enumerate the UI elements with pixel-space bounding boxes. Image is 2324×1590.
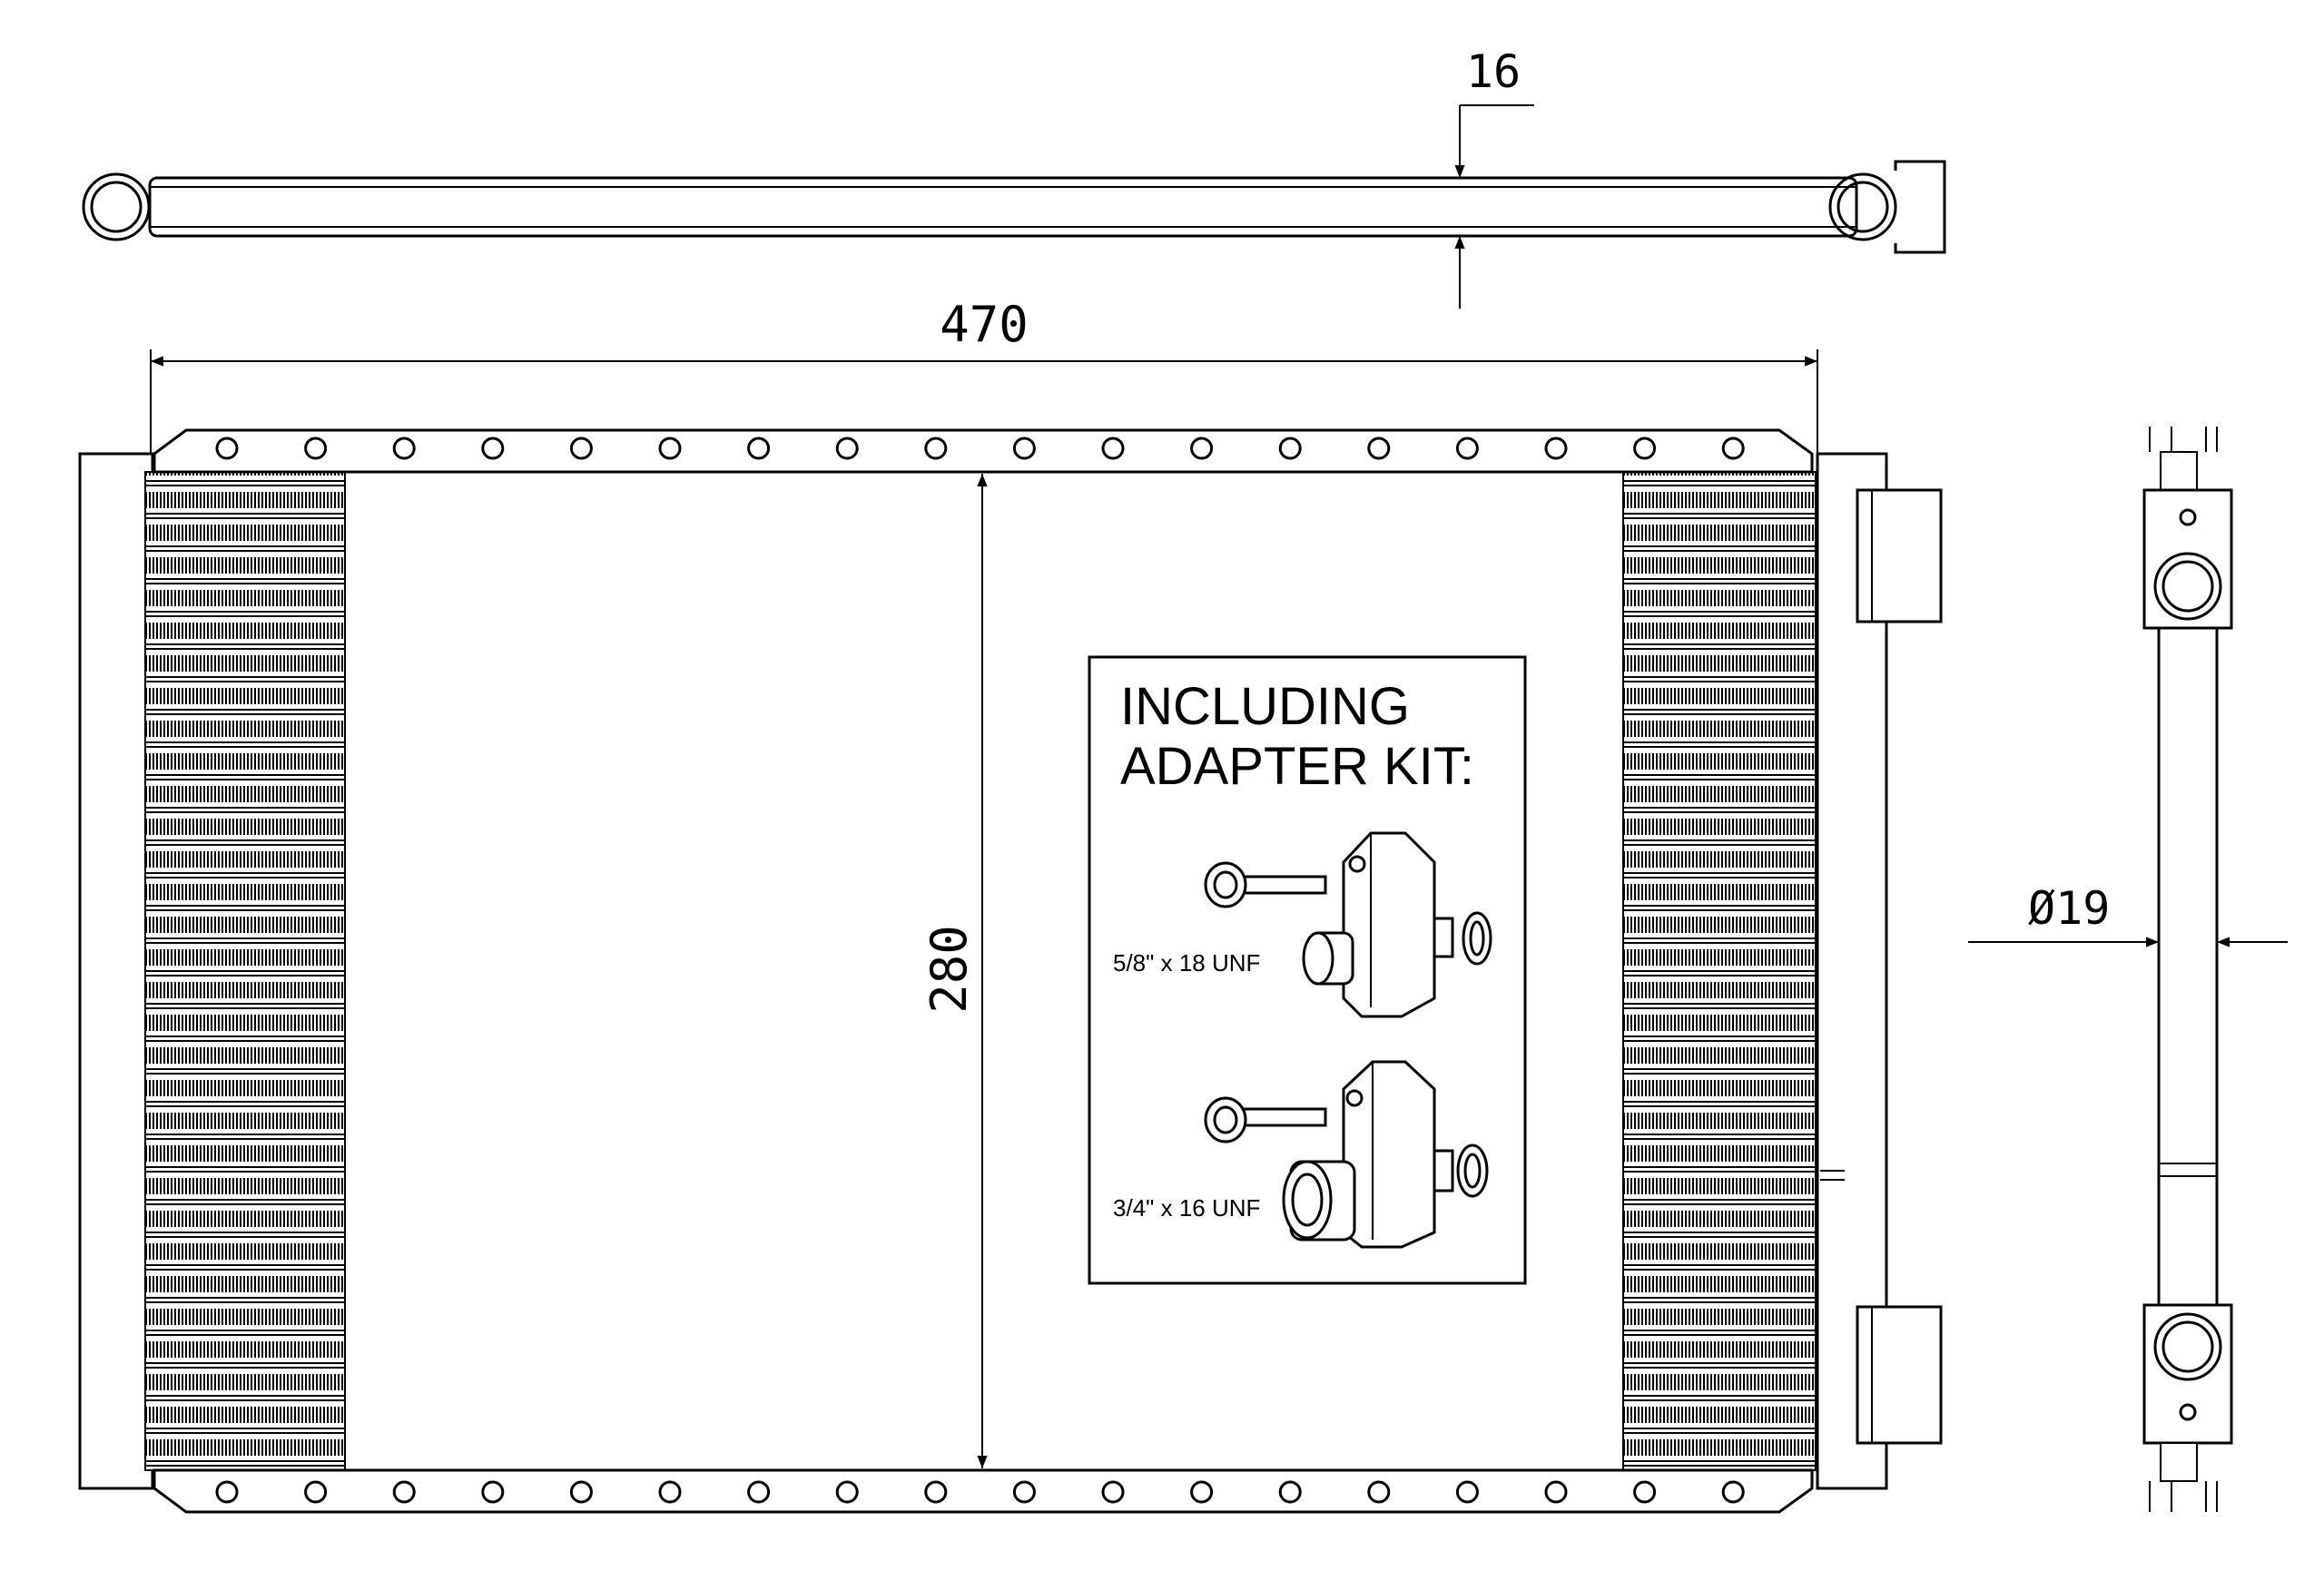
- adapter-kit-panel: INCLUDING ADAPTER KIT: 5/8" x 18 UNF: [1088, 655, 1527, 1285]
- adapter-block-2: [1342, 1060, 1436, 1249]
- top-rail-hole: [1633, 437, 1657, 460]
- fitting-1-label: 5/8" x 18 UNF: [1113, 949, 1260, 977]
- bottom-rail-hole: [215, 1480, 239, 1504]
- bottom-rail-hole: [1012, 1480, 1036, 1504]
- top-rail-hole: [1012, 437, 1036, 460]
- top-rail-hole: [1367, 437, 1391, 460]
- thickness-dimension: 16: [1454, 45, 1534, 309]
- fitting-2-label: 3/4" x 16 UNF: [1113, 1194, 1260, 1222]
- bottom-rail-hole: [304, 1480, 328, 1504]
- upper-pipe-fitting: [1856, 488, 1943, 623]
- top-rail-hole: [1278, 437, 1302, 460]
- top-rail-hole: [569, 437, 593, 460]
- bottom-rail-hole: [1101, 1480, 1125, 1504]
- kit-title-line1: INCLUDING: [1120, 677, 1410, 736]
- side-view: [2142, 427, 2233, 1512]
- side-tube: [2157, 626, 2219, 1307]
- bolt-shank-2: [1242, 1107, 1327, 1127]
- bottom-rail-hole: [835, 1480, 859, 1504]
- bottom-rail-holes: [215, 1480, 1745, 1504]
- width-dimension: 470: [150, 296, 1818, 454]
- top-rail-hole: [215, 437, 239, 460]
- adapter-fitting-1: [1204, 831, 1492, 1018]
- adapter-fitting-2: [1204, 1060, 1489, 1249]
- bottom-rail-hole: [658, 1480, 682, 1504]
- bottom-rail-hole: [1721, 1480, 1745, 1504]
- top-rail-hole: [658, 437, 682, 460]
- bottom-rail-hole: [481, 1480, 505, 1504]
- adapter-block-1: [1342, 831, 1436, 1018]
- top-rail-hole: [924, 437, 948, 460]
- top-rail-holes: [215, 437, 1745, 460]
- outlet-stub-2: [1433, 1149, 1454, 1192]
- outlet-stub-1: [1433, 917, 1454, 958]
- diameter-dimension: Ø19: [1968, 882, 2288, 947]
- bottom-rail-hole: [1367, 1480, 1391, 1504]
- top-rail-hole: [1101, 437, 1125, 460]
- top-view: [82, 160, 1946, 254]
- bottom-rail-hole: [392, 1480, 416, 1504]
- front-view: [78, 428, 1943, 1514]
- top-rail-hole: [835, 437, 859, 460]
- bottom-rail-hole: [924, 1480, 948, 1504]
- top-rail-hole: [1455, 437, 1479, 460]
- height-label: 280: [921, 925, 978, 1014]
- diameter-label: Ø19: [2028, 882, 2110, 935]
- left-pipe-end: [82, 172, 151, 241]
- bottom-rail-hole: [747, 1480, 771, 1504]
- bottom-rail-hole: [569, 1480, 593, 1504]
- bottom-rail-hole: [1544, 1480, 1568, 1504]
- top-mounting-rail: [153, 428, 1814, 474]
- thickness-label: 16: [1466, 45, 1521, 98]
- bottom-mounting-rail: [153, 1468, 1814, 1514]
- top-rail-hole: [1721, 437, 1745, 460]
- bottom-rail-hole: [1190, 1480, 1214, 1504]
- top-rail-hole: [481, 437, 505, 460]
- width-label: 470: [940, 296, 1029, 353]
- bottom-rail-hole: [1633, 1480, 1657, 1504]
- left-fin-core: [144, 471, 346, 1471]
- bottom-rail-hole: [1455, 1480, 1479, 1504]
- left-header-tank: [78, 452, 154, 1490]
- right-fitting-block: [1894, 160, 1946, 254]
- height-dimension: 280: [921, 474, 988, 1468]
- bolt-shank-1: [1242, 875, 1327, 895]
- top-rail-hole: [1544, 437, 1568, 460]
- top-rail-hole: [392, 437, 416, 460]
- right-pipe-end: [1828, 172, 1897, 241]
- bottom-rail-hole: [1278, 1480, 1302, 1504]
- right-fin-core: [1622, 471, 1817, 1471]
- kit-title-line2: ADAPTER KIT:: [1120, 737, 1474, 796]
- lower-pipe-fitting: [1856, 1305, 1943, 1445]
- top-rail-hole: [1190, 437, 1214, 460]
- top-rail-hole: [747, 437, 771, 460]
- top-rail-hole: [304, 437, 328, 460]
